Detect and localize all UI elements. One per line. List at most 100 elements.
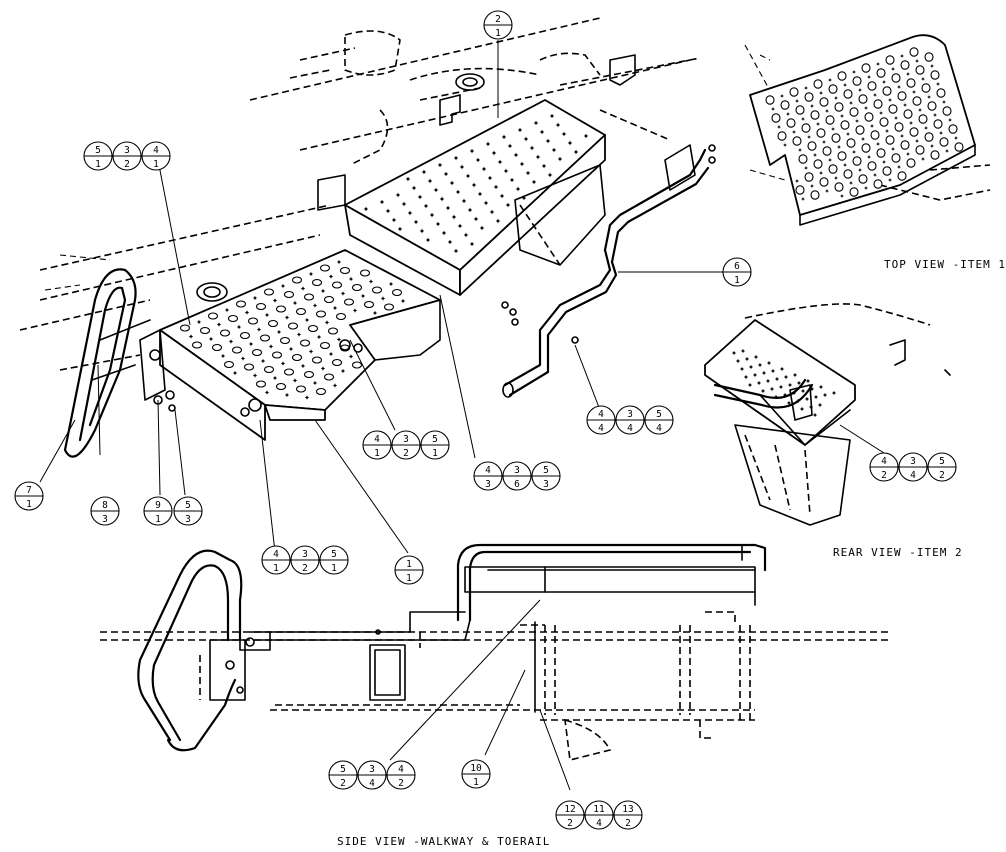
perforation-hole	[211, 343, 223, 352]
callout-balloon: 114	[584, 800, 614, 830]
perforation-star	[268, 344, 274, 349]
perforation-star	[921, 157, 925, 161]
perforation-star	[779, 366, 785, 372]
perforation-star	[792, 372, 798, 378]
perforation-star	[248, 341, 254, 347]
perforation-star	[501, 134, 507, 140]
side-view-label: SIDE VIEW -WALKWAY & TOERAIL	[337, 835, 551, 848]
toerail	[502, 144, 716, 398]
perforation-hole	[852, 156, 862, 166]
perforation-star	[272, 375, 278, 381]
perforation-star	[324, 320, 330, 325]
perforation-star	[954, 136, 958, 140]
perforation-star	[873, 173, 877, 177]
balloon-quantity: 2	[625, 818, 631, 829]
perforation-star	[921, 77, 925, 81]
top-view-item1	[744, 34, 991, 226]
perforation-hole	[831, 133, 841, 143]
perforation-hole	[813, 159, 823, 169]
callout-balloon: 71	[14, 481, 44, 511]
perforation-star	[773, 394, 779, 400]
perforation-hole	[311, 278, 323, 287]
balloon-item-number: 4	[881, 456, 887, 467]
balloon-item-number: 12	[564, 804, 575, 815]
perforation-hole	[179, 324, 191, 332]
perforation-star	[771, 107, 775, 111]
perforation-hole	[207, 312, 219, 320]
perforation-star	[541, 163, 547, 169]
perforation-star	[828, 158, 832, 162]
perforation-hole	[930, 150, 940, 160]
perforation-star	[761, 370, 767, 376]
perforation-hole	[798, 154, 808, 164]
perforation-hole	[948, 124, 958, 134]
perforation-hole	[909, 47, 919, 57]
perforation-star	[551, 147, 557, 153]
perforation-hole	[319, 264, 331, 272]
perforation-star	[549, 113, 555, 119]
balloon-item-number: 4	[374, 434, 380, 445]
perforation-hole	[918, 114, 928, 124]
perforation-star	[368, 279, 374, 284]
perforation-hole	[837, 151, 847, 161]
callout-balloon: 34	[357, 760, 387, 790]
perforation-star	[796, 380, 802, 386]
callout-balloon: 41	[141, 141, 171, 171]
perforation-hole	[819, 177, 829, 187]
perforation-star	[933, 113, 937, 117]
perforation-hole	[915, 145, 925, 155]
perforation-star	[228, 339, 234, 344]
balloon-quantity: 4	[596, 818, 602, 829]
perforation-hole	[873, 99, 883, 109]
balloon-item-number: 13	[622, 804, 633, 815]
perforation-hole	[295, 385, 307, 393]
perforation-star	[304, 395, 310, 400]
perforation-star	[475, 157, 481, 163]
perforation-hole	[924, 52, 934, 62]
perforation-hole	[786, 118, 796, 128]
perforation-star	[765, 378, 771, 384]
perforation-hole	[371, 286, 383, 294]
perforation-star	[888, 178, 892, 182]
perforation-star	[825, 109, 829, 113]
perforation-star	[455, 189, 461, 195]
perforation-star	[483, 200, 489, 206]
perforation-star	[340, 368, 346, 374]
perforation-hole	[303, 370, 315, 379]
perforation-hole	[271, 351, 283, 359]
perforation-star	[867, 155, 871, 159]
perforation-star	[453, 155, 459, 161]
perforation-hole	[765, 95, 775, 105]
balloon-item-number: 9	[155, 500, 161, 511]
perforation-star	[912, 90, 916, 94]
perforation-hole	[315, 310, 327, 318]
balloon-quantity: 1	[374, 448, 380, 459]
perforation-star	[808, 404, 814, 410]
perforation-hole	[777, 131, 787, 141]
perforation-star	[804, 396, 810, 402]
perforation-star	[813, 394, 819, 400]
perforation-star	[812, 412, 818, 418]
callout-balloon: 61	[722, 257, 752, 287]
callout-balloon: 52	[927, 452, 957, 482]
perforation-hole	[331, 281, 343, 289]
callout-balloon: 41	[261, 545, 291, 575]
perforation-star	[521, 195, 527, 201]
perforation-star	[515, 186, 521, 192]
perforation-hole	[858, 174, 868, 184]
balloon-item-number: 5	[331, 549, 337, 560]
callout-balloon: 54	[644, 405, 674, 435]
upper-plate-perforations	[363, 113, 589, 254]
perforation-star	[385, 208, 391, 214]
perforation-star	[332, 305, 338, 311]
balloon-quantity: 4	[598, 423, 604, 434]
balloon-item-number: 3	[514, 465, 520, 476]
perforation-hole	[283, 290, 295, 299]
perforation-star	[888, 98, 892, 102]
perforation-star	[903, 103, 907, 107]
perforation-hole	[323, 295, 335, 304]
perforation-hole	[339, 266, 351, 275]
callout-balloon: 34	[615, 405, 645, 435]
